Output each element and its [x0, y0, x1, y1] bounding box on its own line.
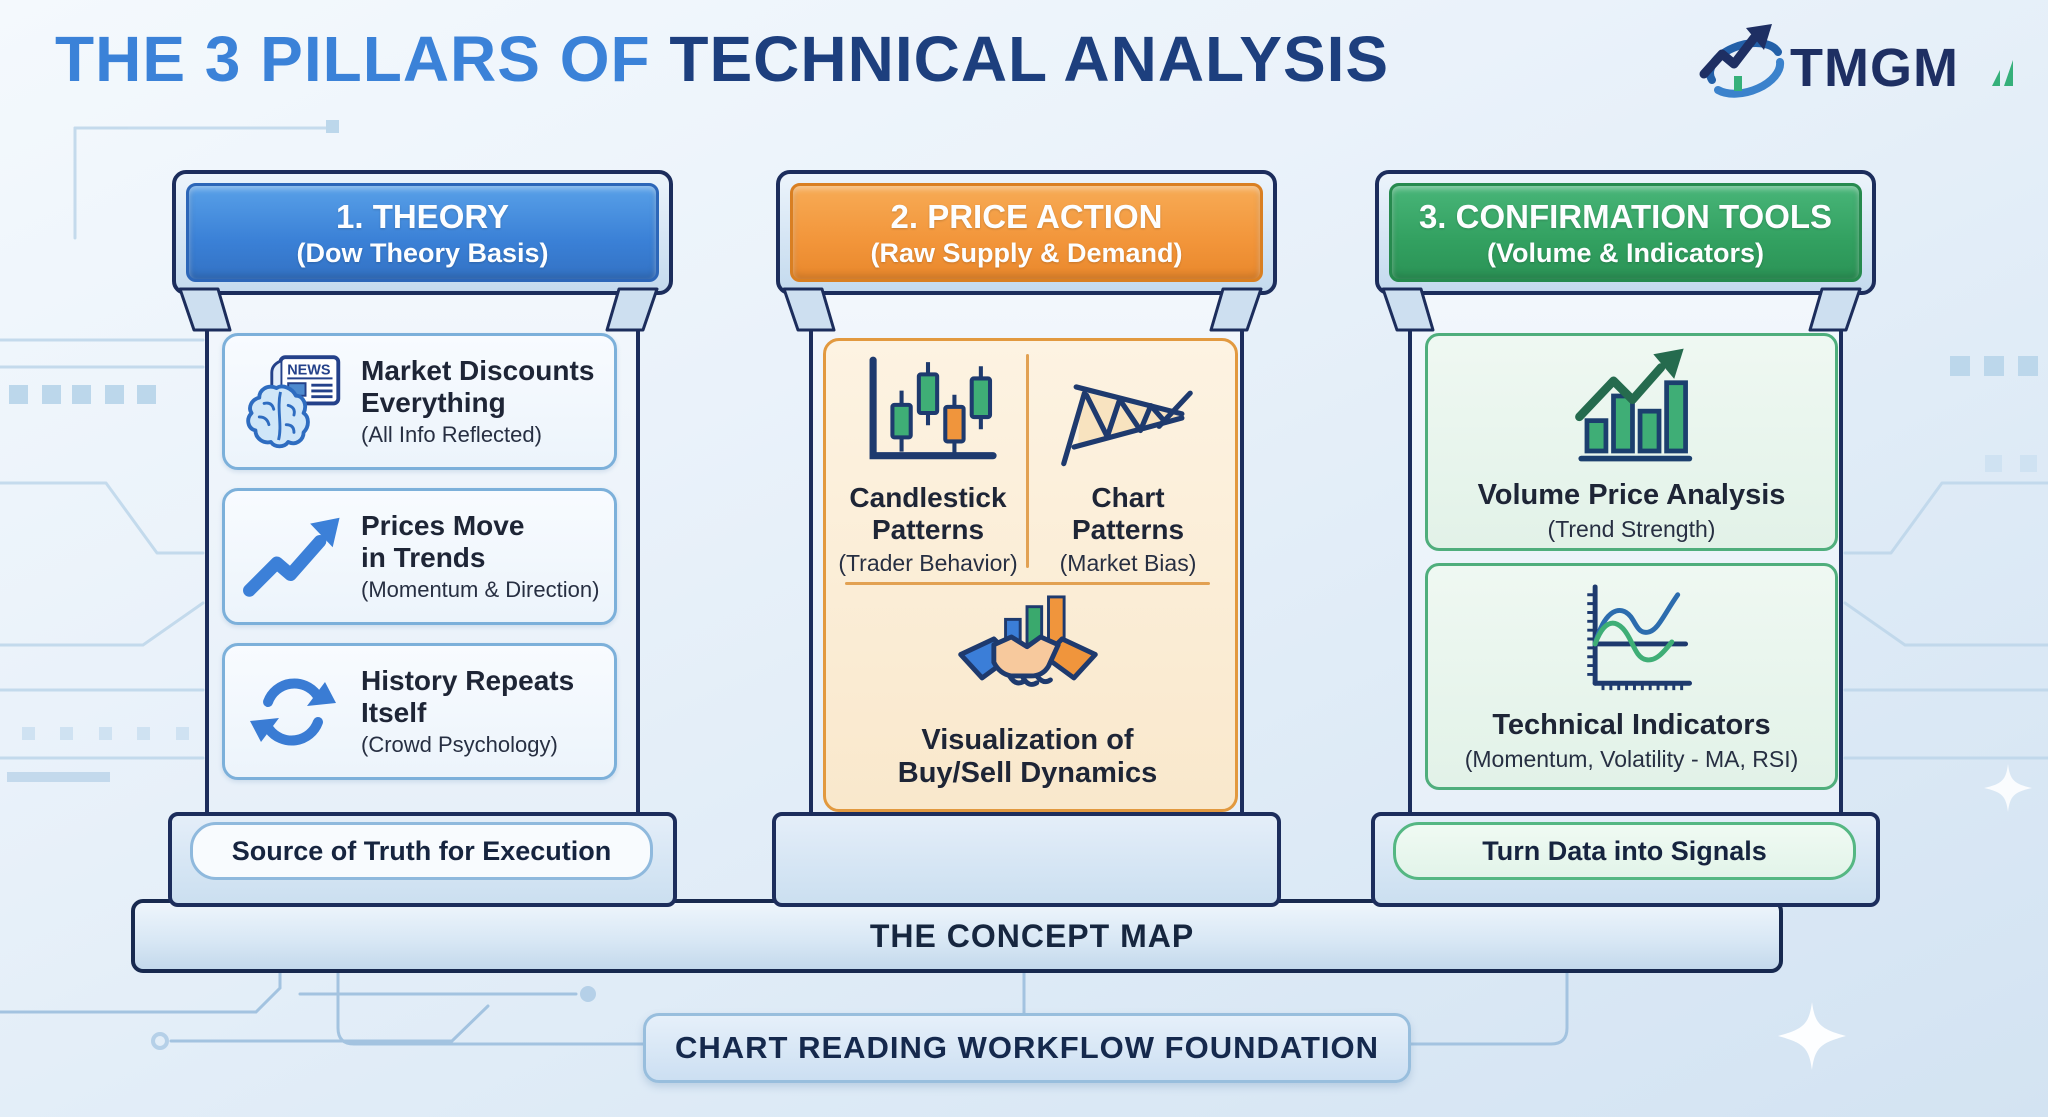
tmgm-logo-bars-icon [1992, 60, 2013, 86]
price-action-cell-buy-sell: Visualization of Buy/Sell Dynamics [833, 594, 1222, 791]
theory-card-history-repeats: History Repeats Itself (Crowd Psychology… [222, 643, 617, 780]
card-subtitle: (Crowd Psychology) [361, 731, 558, 757]
pillar-price-action-header-subtitle: (Raw Supply & Demand) [870, 237, 1183, 268]
tmgm-logo: TMGM [1699, 24, 2013, 98]
trend-arrow-icon [239, 508, 347, 606]
wedge-pattern-icon [1055, 360, 1201, 474]
candlestick-chart-icon [854, 352, 1002, 474]
concept-map-label: THE CONCEPT MAP [869, 917, 1195, 954]
theory-card-prices-trend: Prices Move in Trends (Momentum & Direct… [222, 488, 617, 625]
price-action-cell-chart-patterns: Chart Patterns (Market Bias) [1033, 360, 1223, 577]
card-title: Technical Indicators [1492, 708, 1771, 741]
pillar-confirmation-capital: 3. CONFIRMATION TOOLS (Volume & Indicato… [1375, 170, 1876, 295]
pillar-theory-header-title: 1. THEORY [336, 197, 509, 235]
cell-subtitle: (Trader Behavior) [838, 550, 1018, 577]
pillar-theory-capital: 1. THEORY (Dow Theory Basis) [172, 170, 673, 295]
price-action-horizontal-divider [845, 582, 1210, 585]
pillar-price-action-plinth [772, 812, 1281, 907]
sparkle-icon [1778, 1002, 1846, 1070]
card-title: Prices Move in Trends [361, 510, 525, 573]
cell-title: Candlestick Patterns [849, 482, 1007, 546]
oscillator-icon [1564, 581, 1700, 699]
pillar-price-action-header: 2. PRICE ACTION (Raw Supply & Demand) [790, 183, 1263, 282]
brain-news-icon: NEWS [239, 351, 347, 453]
pillar-theory-header-subtitle: (Dow Theory Basis) [296, 237, 549, 268]
tmgm-logo-text: TMGM [1790, 38, 1959, 98]
handshake-icon [953, 594, 1103, 716]
workflow-foundation-banner: CHART READING WORKFLOW FOUNDATION [643, 1013, 1411, 1083]
cycle-arrows-icon [239, 662, 347, 762]
card-subtitle: (Momentum & Direction) [361, 576, 600, 602]
page-title: THE 3 PILLARS OF TECHNICAL ANALYSIS [55, 22, 1389, 96]
price-action-vertical-divider [1026, 354, 1029, 568]
confirmation-card-indicators: Technical Indicators (Momentum, Volatili… [1425, 563, 1838, 790]
price-action-cell-candlestick: Candlestick Patterns (Trader Behavior) [833, 352, 1023, 577]
pillar-confirmation-base-label: Turn Data into Signals [1393, 822, 1856, 880]
pillar-theory-base-label: Source of Truth for Execution [190, 822, 653, 880]
card-title: Market Discounts Everything [361, 355, 595, 418]
svg-text:NEWS: NEWS [287, 362, 331, 378]
pillar-confirmation-header-subtitle: (Volume & Indicators) [1486, 237, 1765, 268]
theory-card-market-discounts: NEWS Market Discounts Everything (All In… [222, 333, 617, 470]
card-title: Volume Price Analysis [1477, 479, 1786, 511]
workflow-foundation-label: CHART READING WORKFLOW FOUNDATION [674, 1030, 1379, 1065]
card-subtitle: (Trend Strength) [1547, 516, 1716, 542]
base-label-text: Source of Truth for Execution [231, 835, 612, 866]
sparkle-icon [1984, 764, 2032, 812]
card-title: History Repeats Itself [361, 665, 575, 728]
pillar-price-action-capital: 2. PRICE ACTION (Raw Supply & Demand) [776, 170, 1277, 295]
pillar-confirmation-header: 3. CONFIRMATION TOOLS (Volume & Indicato… [1389, 183, 1862, 282]
card-subtitle: (Momentum, Volatility - MA, RSI) [1464, 745, 1799, 772]
pillar-price-action-header-title: 2. PRICE ACTION [890, 197, 1163, 235]
confirmation-card-volume: Volume Price Analysis (Trend Strength) [1425, 333, 1838, 551]
page-title-highlight: THE 3 PILLARS OF [55, 23, 670, 95]
cell-title: Visualization of Buy/Sell Dynamics [897, 724, 1158, 790]
cell-title: Chart Patterns [1071, 482, 1185, 546]
base-label-text: Turn Data into Signals [1482, 835, 1767, 866]
volume-bars-icon [1566, 341, 1698, 469]
card-subtitle: (All Info Reflected) [361, 421, 542, 447]
concept-map-platform: THE CONCEPT MAP [131, 899, 1783, 973]
pillar-confirmation-header-title: 3. CONFIRMATION TOOLS [1418, 197, 1833, 235]
pillar-theory-header: 1. THEORY (Dow Theory Basis) [186, 183, 659, 282]
cell-subtitle: (Market Bias) [1059, 550, 1197, 577]
page-title-rest: TECHNICAL ANALYSIS [669, 23, 1390, 95]
tmgm-logo-swoosh-icon [1699, 24, 1785, 98]
